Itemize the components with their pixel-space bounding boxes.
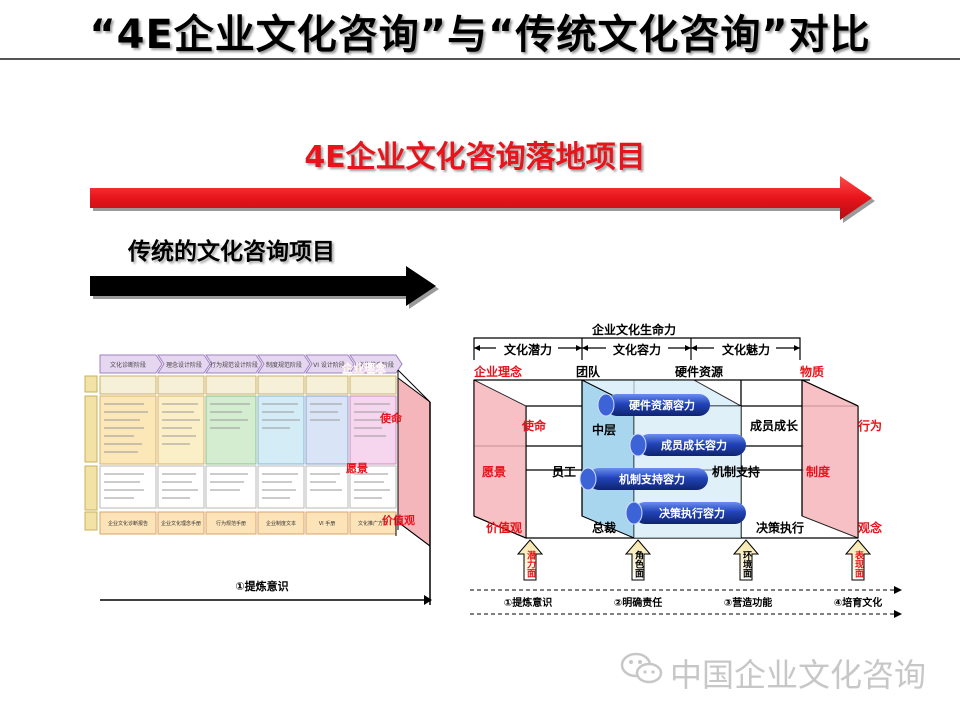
top-row-1: 企业理念 bbox=[473, 364, 522, 379]
black-arrow-label: 传统的文化咨询项目 bbox=[128, 239, 335, 265]
top-row-3: 硬件资源 bbox=[675, 364, 723, 379]
cylinder-2: 成员成长容力 bbox=[629, 433, 746, 457]
up-arrow-1: 潜力面 bbox=[525, 549, 536, 578]
phase-tab-1: 文化诊断阶段 bbox=[110, 361, 146, 369]
label-middle: 中层 bbox=[592, 422, 616, 437]
left-row-label-2: 使命 bbox=[379, 411, 403, 425]
watermark: 中国企业文化咨询 bbox=[620, 650, 926, 694]
cylinder-1: 硬件资源容力 bbox=[597, 393, 710, 417]
bottom-cell-2: 企业文化理念手册 bbox=[161, 520, 201, 527]
top-row-2: 团队 bbox=[576, 364, 601, 379]
bottom-cell-1: 企业文化诊断报告 bbox=[108, 520, 148, 527]
phase-tab-4: 制度规范阶段 bbox=[266, 361, 302, 369]
segment-1: 文化潜力 bbox=[504, 342, 552, 357]
label-mission: 使命 bbox=[521, 418, 547, 433]
label-member-growth: 成员成长 bbox=[750, 418, 799, 433]
step-2: ②明确责任 bbox=[614, 596, 662, 609]
phase-tab-5: VI 设计阶段 bbox=[313, 361, 345, 369]
left-row-label-3: 愿景 bbox=[346, 462, 368, 475]
red-arrow-label: 4E企业文化咨询落地项目 bbox=[304, 140, 646, 175]
phase-tabs: 文化诊断阶段 理念设计阶段 行为规范设计阶段 制度规范阶段 VI 设计阶段 文化… bbox=[99, 354, 403, 374]
4e-diagram: 企业文化生命力 文化潜力 文化容力 文化魅力 企业理念 bbox=[470, 322, 902, 618]
cylinder-2-label: 成员成长容力 bbox=[661, 438, 727, 452]
label-ceo: 总裁 bbox=[592, 520, 616, 535]
bottom-cell-4: 企业制度文本 bbox=[266, 520, 296, 527]
wechat-icon bbox=[620, 651, 664, 695]
page-title: “4E企业文化咨询”与“传统文化咨询”对比 bbox=[89, 12, 871, 58]
label-values: 价值观 bbox=[486, 520, 522, 535]
phase-tab-3: 行为规范设计阶段 bbox=[210, 361, 258, 369]
left-row-label-4: 价值观 bbox=[382, 513, 415, 527]
cylinder-4: 决策执行容力 bbox=[625, 501, 746, 525]
bottom-cell-3: 行为规范手册 bbox=[216, 520, 246, 527]
step-1: ①提炼意识 bbox=[504, 596, 552, 609]
title-divider bbox=[0, 58, 960, 60]
segment-2: 文化容力 bbox=[613, 342, 661, 357]
left-row-label-1: 企业理念 bbox=[341, 361, 387, 375]
cylinder-1-label: 硬件资源容力 bbox=[629, 398, 695, 412]
label-decision: 决策执行 bbox=[756, 520, 804, 535]
segment-3: 文化魅力 bbox=[722, 342, 770, 357]
label-behavior: 行为 bbox=[857, 418, 882, 433]
label-vision: 愿景 bbox=[482, 465, 506, 479]
phase-tab-2: 理念设计阶段 bbox=[166, 361, 202, 369]
left-axis-label: ①提炼意识 bbox=[235, 579, 288, 593]
step-4: ④培育文化 bbox=[834, 596, 882, 609]
top-label: 企业文化生命力 bbox=[591, 322, 676, 337]
red-arrow bbox=[90, 176, 875, 223]
label-concept: 观念 bbox=[858, 520, 882, 535]
cylinder-4-label: 决策执行容力 bbox=[659, 506, 725, 520]
label-mechanism: 机制支持 bbox=[712, 464, 760, 479]
step-3: ③营造功能 bbox=[724, 596, 772, 609]
cylinder-3: 机制支持容力 bbox=[579, 467, 708, 491]
up-arrow-2: 角色面 bbox=[633, 549, 644, 578]
label-staff: 员工 bbox=[552, 465, 576, 479]
black-arrow bbox=[90, 266, 439, 309]
cylinder-3-label: 机制支持容力 bbox=[619, 472, 685, 486]
label-system: 制度 bbox=[806, 464, 831, 479]
phase-tab-6: 文化推广阶段 bbox=[358, 361, 394, 369]
top-row-4: 物质 bbox=[800, 364, 824, 379]
up-arrow-4: 表现面 bbox=[853, 549, 865, 578]
traditional-diagram: 文化诊断阶段 理念设计阶段 行为规范设计阶段 制度规范阶段 VI 设计阶段 文化… bbox=[84, 354, 432, 605]
bottom-cell-6: 文化推广方案 bbox=[358, 520, 388, 527]
bottom-cell-5: VI 手册 bbox=[319, 520, 336, 527]
watermark-text: 中国企业文化咨询 bbox=[670, 656, 927, 694]
up-arrow-3: 环境面 bbox=[741, 550, 752, 578]
